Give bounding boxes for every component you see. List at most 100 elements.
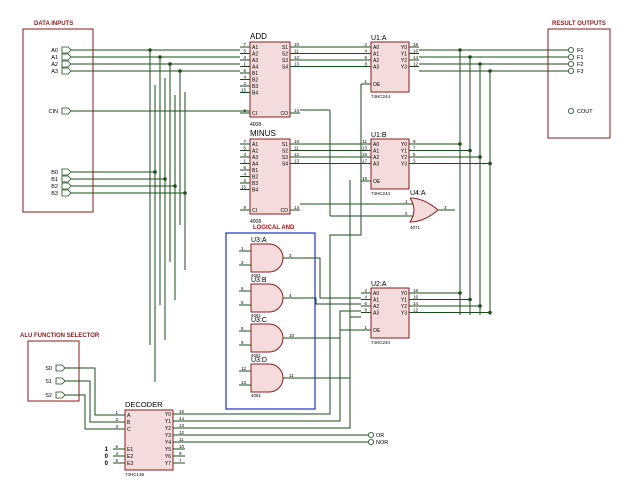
decoder-part: 74HC138: [125, 472, 145, 477]
output-label-f0: F0: [577, 48, 583, 54]
pin-number: 4: [289, 293, 292, 298]
buffer-2-part: 74HC244: [371, 340, 391, 345]
pin-number: 6: [243, 165, 246, 170]
pin-number: 1: [364, 325, 367, 330]
pin-name: A: [127, 413, 131, 419]
pin-name: A3: [373, 311, 379, 317]
and-gate-3-body: [250, 363, 284, 393]
pin-number: 2: [243, 178, 246, 183]
pin-number: 11: [294, 49, 299, 54]
output-label-f1: F1: [577, 55, 583, 61]
pin-name: S2: [282, 149, 288, 155]
junction-dot: [488, 310, 492, 315]
result-outputs-panel: [547, 28, 611, 139]
pin-name: Y3: [401, 65, 407, 71]
pin-name: OE: [373, 179, 381, 185]
pin-number: 15: [241, 88, 247, 93]
pin-number: 3: [243, 152, 246, 157]
pin-name: B1: [252, 71, 258, 77]
pin-name: A0: [373, 291, 379, 297]
pin-number: 17: [362, 159, 368, 164]
pin-number: 12: [294, 152, 300, 157]
pin-name: B4: [252, 91, 258, 97]
pin-number: 12: [294, 55, 300, 60]
and-gate-1-body: [250, 283, 284, 313]
input-terminal: [55, 377, 66, 385]
pin-number: 10: [294, 42, 300, 47]
pin-number: 2: [364, 288, 367, 293]
pin-name: A4: [252, 162, 258, 168]
pin-name: A1: [373, 298, 379, 304]
pin-name: A1: [373, 149, 379, 155]
pin-number: 5: [243, 49, 246, 54]
pin-name: Y1: [401, 52, 407, 58]
buffer-0-body: [370, 41, 410, 93]
pin-number: 13: [179, 423, 185, 428]
junction-dot: [458, 291, 462, 295]
pin-name: A3: [373, 162, 379, 168]
output-label-f2: F2: [577, 62, 583, 68]
pin-number: 16: [413, 295, 419, 300]
pin-name: Y2: [165, 426, 171, 432]
sel-y2: [185, 180, 351, 429]
pin-name: B3: [252, 84, 258, 90]
input-label-s1: S1: [45, 379, 52, 385]
pin-name: B1: [252, 168, 258, 174]
adder-1-title: MINUS: [250, 129, 276, 138]
pin-number: 13: [294, 159, 300, 164]
input-label-b0: B0: [51, 170, 58, 176]
junction-dot: [478, 304, 482, 308]
adder-1-part: 4008: [250, 219, 261, 225]
pin-number: 12: [413, 62, 419, 67]
pin-name: B: [127, 420, 131, 426]
data-inputs-panel: [22, 28, 94, 213]
wire-s0: [65, 367, 113, 416]
input-label-s0: S0: [45, 366, 52, 372]
input-label-cin: CIN: [49, 109, 59, 115]
pin-name: A0: [373, 45, 379, 51]
output-terminal: [568, 54, 575, 61]
pin-number: 6: [243, 68, 246, 73]
pin-name: A2: [373, 58, 379, 64]
pin-name: A2: [252, 52, 258, 58]
pin-name: S1: [282, 142, 288, 148]
pin-number: 14: [179, 416, 185, 421]
pin-number: 12: [413, 308, 419, 313]
adder-0-part: 4008: [250, 122, 261, 128]
pin-number: 9: [179, 451, 182, 456]
and-gate-3-part: 4081: [251, 393, 262, 398]
pin-number: 19: [362, 176, 368, 181]
or-gate-title: U4:A: [410, 190, 426, 197]
pin-number: 10: [289, 333, 295, 338]
pin-number: 3: [115, 424, 118, 429]
pin-name: S2: [282, 52, 288, 58]
pin-name: C: [127, 427, 131, 433]
pin-number: 14: [294, 205, 300, 210]
pin-name: Y3: [165, 433, 171, 439]
pin-name: A1: [252, 142, 258, 148]
pin-number: 9: [243, 108, 246, 113]
decoder-body: [124, 409, 174, 471]
and-gate-3-title: U3:D: [251, 357, 267, 364]
pin-name: Y3: [401, 162, 407, 168]
decoder-title: DECODER: [125, 400, 163, 409]
pin-number: 9: [413, 139, 416, 144]
output-terminal: [568, 68, 575, 75]
logical-and-box: [225, 232, 316, 410]
enable-value: 1: [105, 447, 109, 453]
input-label-a3: A3: [51, 69, 58, 75]
pin-name: A4: [252, 65, 258, 71]
pin-name: B2: [252, 78, 258, 84]
and-out-3: [301, 316, 361, 379]
pin-number: 16: [413, 49, 419, 54]
output-label-nor: NOR: [376, 440, 388, 446]
pin-name: CI: [252, 111, 257, 117]
output-label-f3: F3: [577, 69, 583, 75]
pin-number: 4: [364, 49, 367, 54]
pin-number: 7: [413, 146, 416, 151]
pin-number: 12: [241, 366, 247, 371]
output-label-cout: COUT: [577, 109, 593, 115]
pin-number: 7: [243, 139, 246, 144]
pin-number: 5: [413, 152, 416, 157]
